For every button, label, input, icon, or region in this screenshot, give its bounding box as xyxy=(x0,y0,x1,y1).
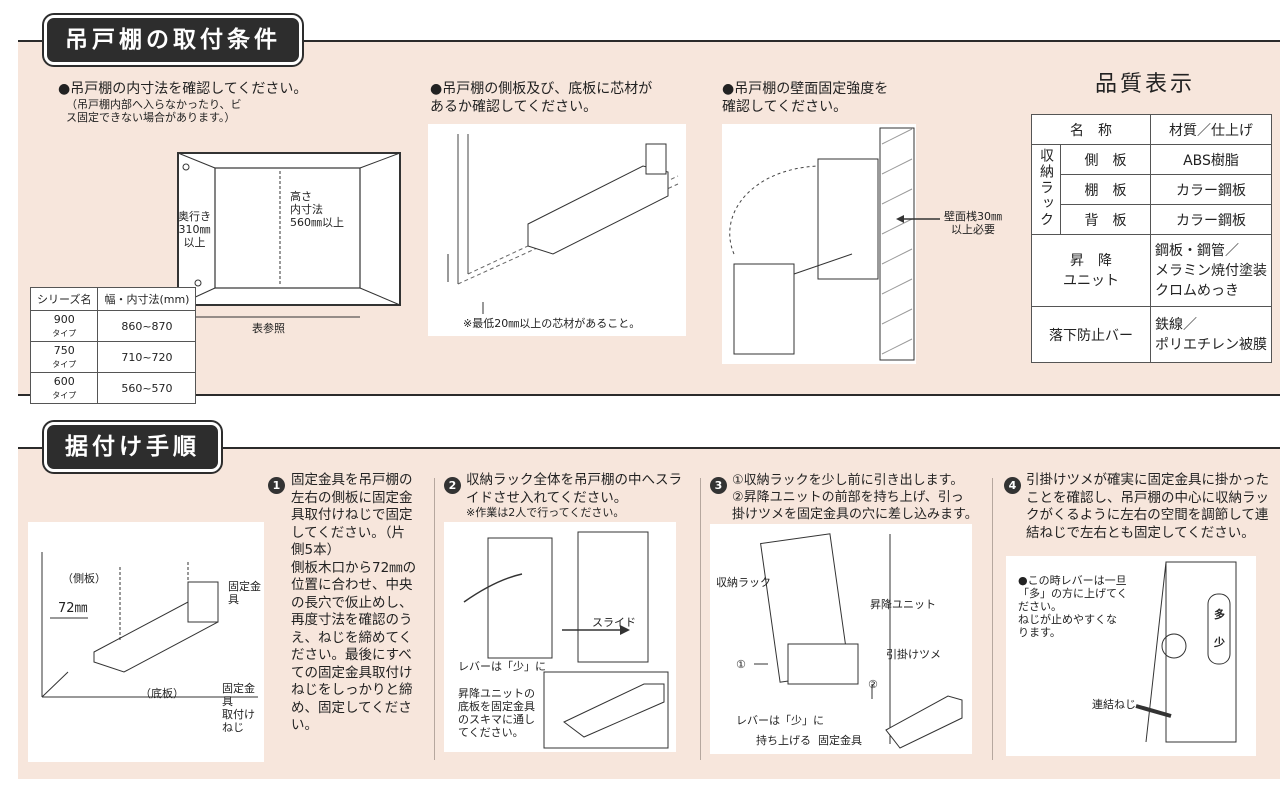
condition-1-note: （吊戸棚内部へ入らなかったり、ビ ス固定できない場合があります。） xyxy=(66,98,242,124)
step1-side-label: （側板） xyxy=(62,572,106,585)
quality-bar-name: 落下防止バー xyxy=(1031,306,1151,363)
size-range: 860~870 xyxy=(97,310,197,342)
step2-number: 2 xyxy=(444,477,461,494)
quality-item-material: カラー鋼板 xyxy=(1150,204,1272,235)
divider xyxy=(700,478,701,760)
arrow-left-icon xyxy=(896,215,940,223)
cabinet-height-label: 高さ 内寸法 560㎜以上 xyxy=(290,190,344,229)
quality-table: 名 称 材質／仕上げ 収納ラック 側 板 ABS樹脂 棚 板 カラー鋼板 背 板… xyxy=(1031,114,1272,363)
condition-3-text: ●吊戸棚の壁面固定強度を 確認してください。 xyxy=(722,81,889,115)
size-table: シリーズ名 幅・内寸法(mm) 900 タイプ 860~870 750 タイプ 71… xyxy=(29,287,197,404)
quality-row: 昇 降 ユニット 鋼板・鋼管／ メラミン焼付塗装 クロムめっき xyxy=(1031,234,1272,307)
size-table-header: シリーズ名 幅・内寸法(mm) xyxy=(29,287,197,311)
cabinet-depth-label: 奥行き 310㎜ 以上 xyxy=(178,210,211,249)
step1-number: 1 xyxy=(268,477,285,494)
quality-row: 収納ラック 側 板 ABS樹脂 xyxy=(1031,144,1272,235)
step1-72mm-label: 72㎜ xyxy=(58,601,88,616)
quality-row: 背 板 カラー鋼板 xyxy=(1032,204,1272,235)
core-material-diagram-box: ※最低20㎜以上の芯材があること。 xyxy=(428,124,686,336)
quality-item-name: 棚 板 xyxy=(1060,174,1151,205)
step3-mark-2: ② xyxy=(868,678,878,691)
step2-note: ※作業は2人で行ってください。 xyxy=(466,506,625,519)
step3-diagram-box: 収納ラック 昇降ユニット 引掛けツメ ① ② レバーは「少」に 持ち上げる 固定… xyxy=(710,524,972,754)
step1-bracket-label: 固定金具 xyxy=(228,580,261,606)
size-row: 600 タイプ 560~570 xyxy=(29,372,197,404)
lever-mark-more: 多 xyxy=(1214,608,1225,621)
quality-group-rack: 収納ラック xyxy=(1038,147,1054,228)
cabinet-width-label: 表参照 xyxy=(252,322,285,335)
step1-bottom-label: （底板） xyxy=(140,687,184,700)
size-header-series: シリーズ名 xyxy=(29,287,99,311)
quality-item-name: 背 板 xyxy=(1060,204,1151,235)
step3-lift-label: 持ち上げる xyxy=(756,734,811,747)
step3-mark-1: ① xyxy=(736,658,746,671)
quality-col-material: 材質／仕上げ xyxy=(1150,114,1272,145)
size-type: タイプ xyxy=(52,391,77,400)
condition-1-text: ●吊戸棚の内寸法を確認してください。 xyxy=(58,81,308,97)
unit-hook-diagram xyxy=(754,533,963,749)
divider xyxy=(992,478,993,760)
condition-2-text: ●吊戸棚の側板及び、底板に芯材が あるか確認してください。 xyxy=(430,81,653,115)
condition-2-note: ※最低20㎜以上の芯材があること。 xyxy=(463,317,641,330)
quality-item-material: ABS樹脂 xyxy=(1150,144,1272,175)
bracket-install-diagram xyxy=(41,552,258,698)
rack-slide-diagram xyxy=(463,531,669,749)
size-range: 710~720 xyxy=(97,341,197,373)
size-series: 600 xyxy=(53,375,75,388)
step1-diagram-box: （側板） 72㎜ 固定金具 （底板） 固定金具 取付けねじ xyxy=(28,522,264,762)
section-title-procedure: 据付け手順 xyxy=(44,422,221,472)
step3-rack-label: 収納ラック xyxy=(716,576,771,589)
quality-header: 名 称 材質／仕上げ xyxy=(1031,114,1272,145)
size-type: タイプ xyxy=(52,329,77,338)
connecting-screw-diagram xyxy=(1135,561,1237,743)
size-series: 750 xyxy=(53,344,75,357)
quality-unit-material: 鋼板・鋼管／ メラミン焼付塗装 クロムめっき xyxy=(1150,234,1272,307)
size-header-width: 幅・内寸法(mm) xyxy=(97,287,197,311)
step2-text: 収納ラック全体を吊戸棚の中へスラ イドさせ入れてください。 xyxy=(466,472,682,506)
wall-strength-diagram xyxy=(729,127,915,361)
section-title-conditions: 吊戸棚の取付条件 xyxy=(44,15,302,65)
quality-title: 品質表示 xyxy=(1095,72,1196,97)
step4-screw-label: 連結ねじ xyxy=(1092,698,1136,711)
step3-unit-label: 昇降ユニット xyxy=(870,598,936,611)
size-type: タイプ xyxy=(52,360,77,369)
step4-text: 引掛けツメが確実に固定金具に掛かった ことを確認し、吊戸棚の中心に収納ラッ クが… xyxy=(1026,472,1269,541)
step2-diagram-box: スライド レバーは「少」に 昇降ユニットの 底板を固定金具 のスキマに通し てく… xyxy=(444,522,676,752)
size-row: 750 タイプ 710~720 xyxy=(29,341,197,373)
step4-note: ●この時レバーは一旦 「多」の方に上げてく ださい。 ねじが止めやすくな ります… xyxy=(1018,574,1128,639)
divider xyxy=(434,478,435,760)
step3-lever-label: レバーは「少」に xyxy=(736,714,824,727)
lever-mark-less: 少 xyxy=(1214,636,1225,649)
quality-row: 棚 板 カラー鋼板 xyxy=(1032,174,1272,205)
step1-screw-label: 固定金具 取付けねじ xyxy=(222,682,255,734)
quality-item-material: カラー鋼板 xyxy=(1150,174,1272,205)
quality-row: 落下防止バー 鉄線／ ポリエチレン被膜 xyxy=(1031,306,1272,363)
size-series: 900 xyxy=(53,313,75,326)
step2-lever-label: レバーは「少」に xyxy=(458,660,546,673)
step3-number: 3 xyxy=(710,477,727,494)
step1-text: 固定金具を吊戸棚の 左右の側板に固定金 具取付けねじで固定 してください。（片 … xyxy=(291,472,417,733)
wall-strength-diagram-box xyxy=(722,124,916,364)
size-row: 900 タイプ 860~870 xyxy=(29,310,197,342)
wall-batten-label: 壁面桟30㎜ 以上必要 xyxy=(944,210,1002,236)
quality-col-name: 名 称 xyxy=(1031,114,1151,145)
step3-claw-label: 引掛けツメ xyxy=(886,648,941,661)
step3-text: ①収納ラックを少し前に引き出します。 ②昇降ユニットの前部を持ち上げ、引っ 掛け… xyxy=(732,473,978,522)
quality-unit-name: 昇 降 ユニット xyxy=(1031,234,1151,307)
size-range: 560~570 xyxy=(97,372,197,404)
quality-bar-material: 鉄線／ ポリエチレン被膜 xyxy=(1150,306,1272,363)
step4-diagram-box: ●この時レバーは一旦 「多」の方に上げてく ださい。 ねじが止めやすくな ります… xyxy=(1006,556,1256,756)
step2-gap-label: 昇降ユニットの 底板を固定金具 のスキマに通し てください。 xyxy=(458,687,535,739)
quality-item-name: 側 板 xyxy=(1060,144,1151,175)
core-material-diagram xyxy=(447,134,679,314)
cabinet-diagram xyxy=(177,152,401,318)
step3-bracket-label: 固定金具 xyxy=(818,734,862,747)
step4-number: 4 xyxy=(1004,477,1021,494)
step2-slide-label: スライド xyxy=(592,616,636,629)
